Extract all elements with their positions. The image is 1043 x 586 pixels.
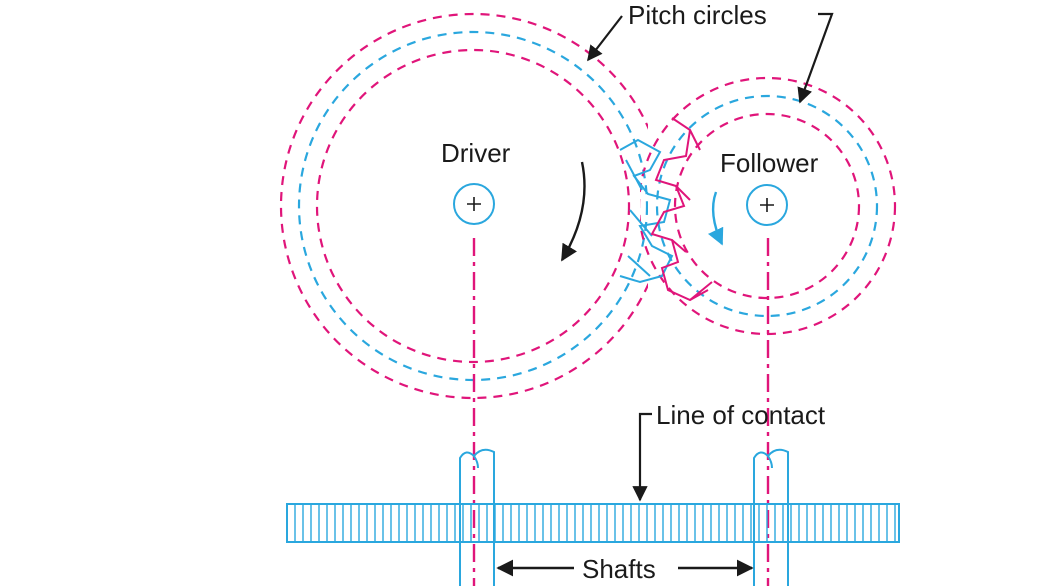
follower-teeth (650, 117, 713, 302)
driver-rotation-arrow (560, 161, 586, 262)
follower-plus-icon (760, 198, 774, 212)
gear-side-view (286, 503, 900, 543)
pitch-circles-arrow-left (587, 15, 623, 62)
follower-shaft (753, 448, 789, 586)
follower-label: Follower (720, 148, 819, 178)
follower-rotation-arrow (707, 191, 724, 246)
driver-pitch-circle (297, 30, 648, 382)
follower-center-mark (746, 184, 788, 226)
driver-outer-circle (279, 12, 648, 400)
driver-center-mark (453, 183, 495, 225)
pitch-circles-arrow-right (797, 12, 834, 104)
driver-plus-icon (467, 197, 481, 211)
driver-root-circle (315, 48, 631, 364)
line-of-contact-arrow (632, 412, 652, 502)
driver-label: Driver (441, 138, 511, 168)
follower-pitch-circle (655, 94, 879, 318)
driver-shaft (459, 448, 495, 586)
line-of-contact-label: Line of contact (656, 400, 826, 430)
shafts-label: Shafts (582, 554, 656, 584)
pitch-circles-label: Pitch circles (628, 0, 767, 30)
